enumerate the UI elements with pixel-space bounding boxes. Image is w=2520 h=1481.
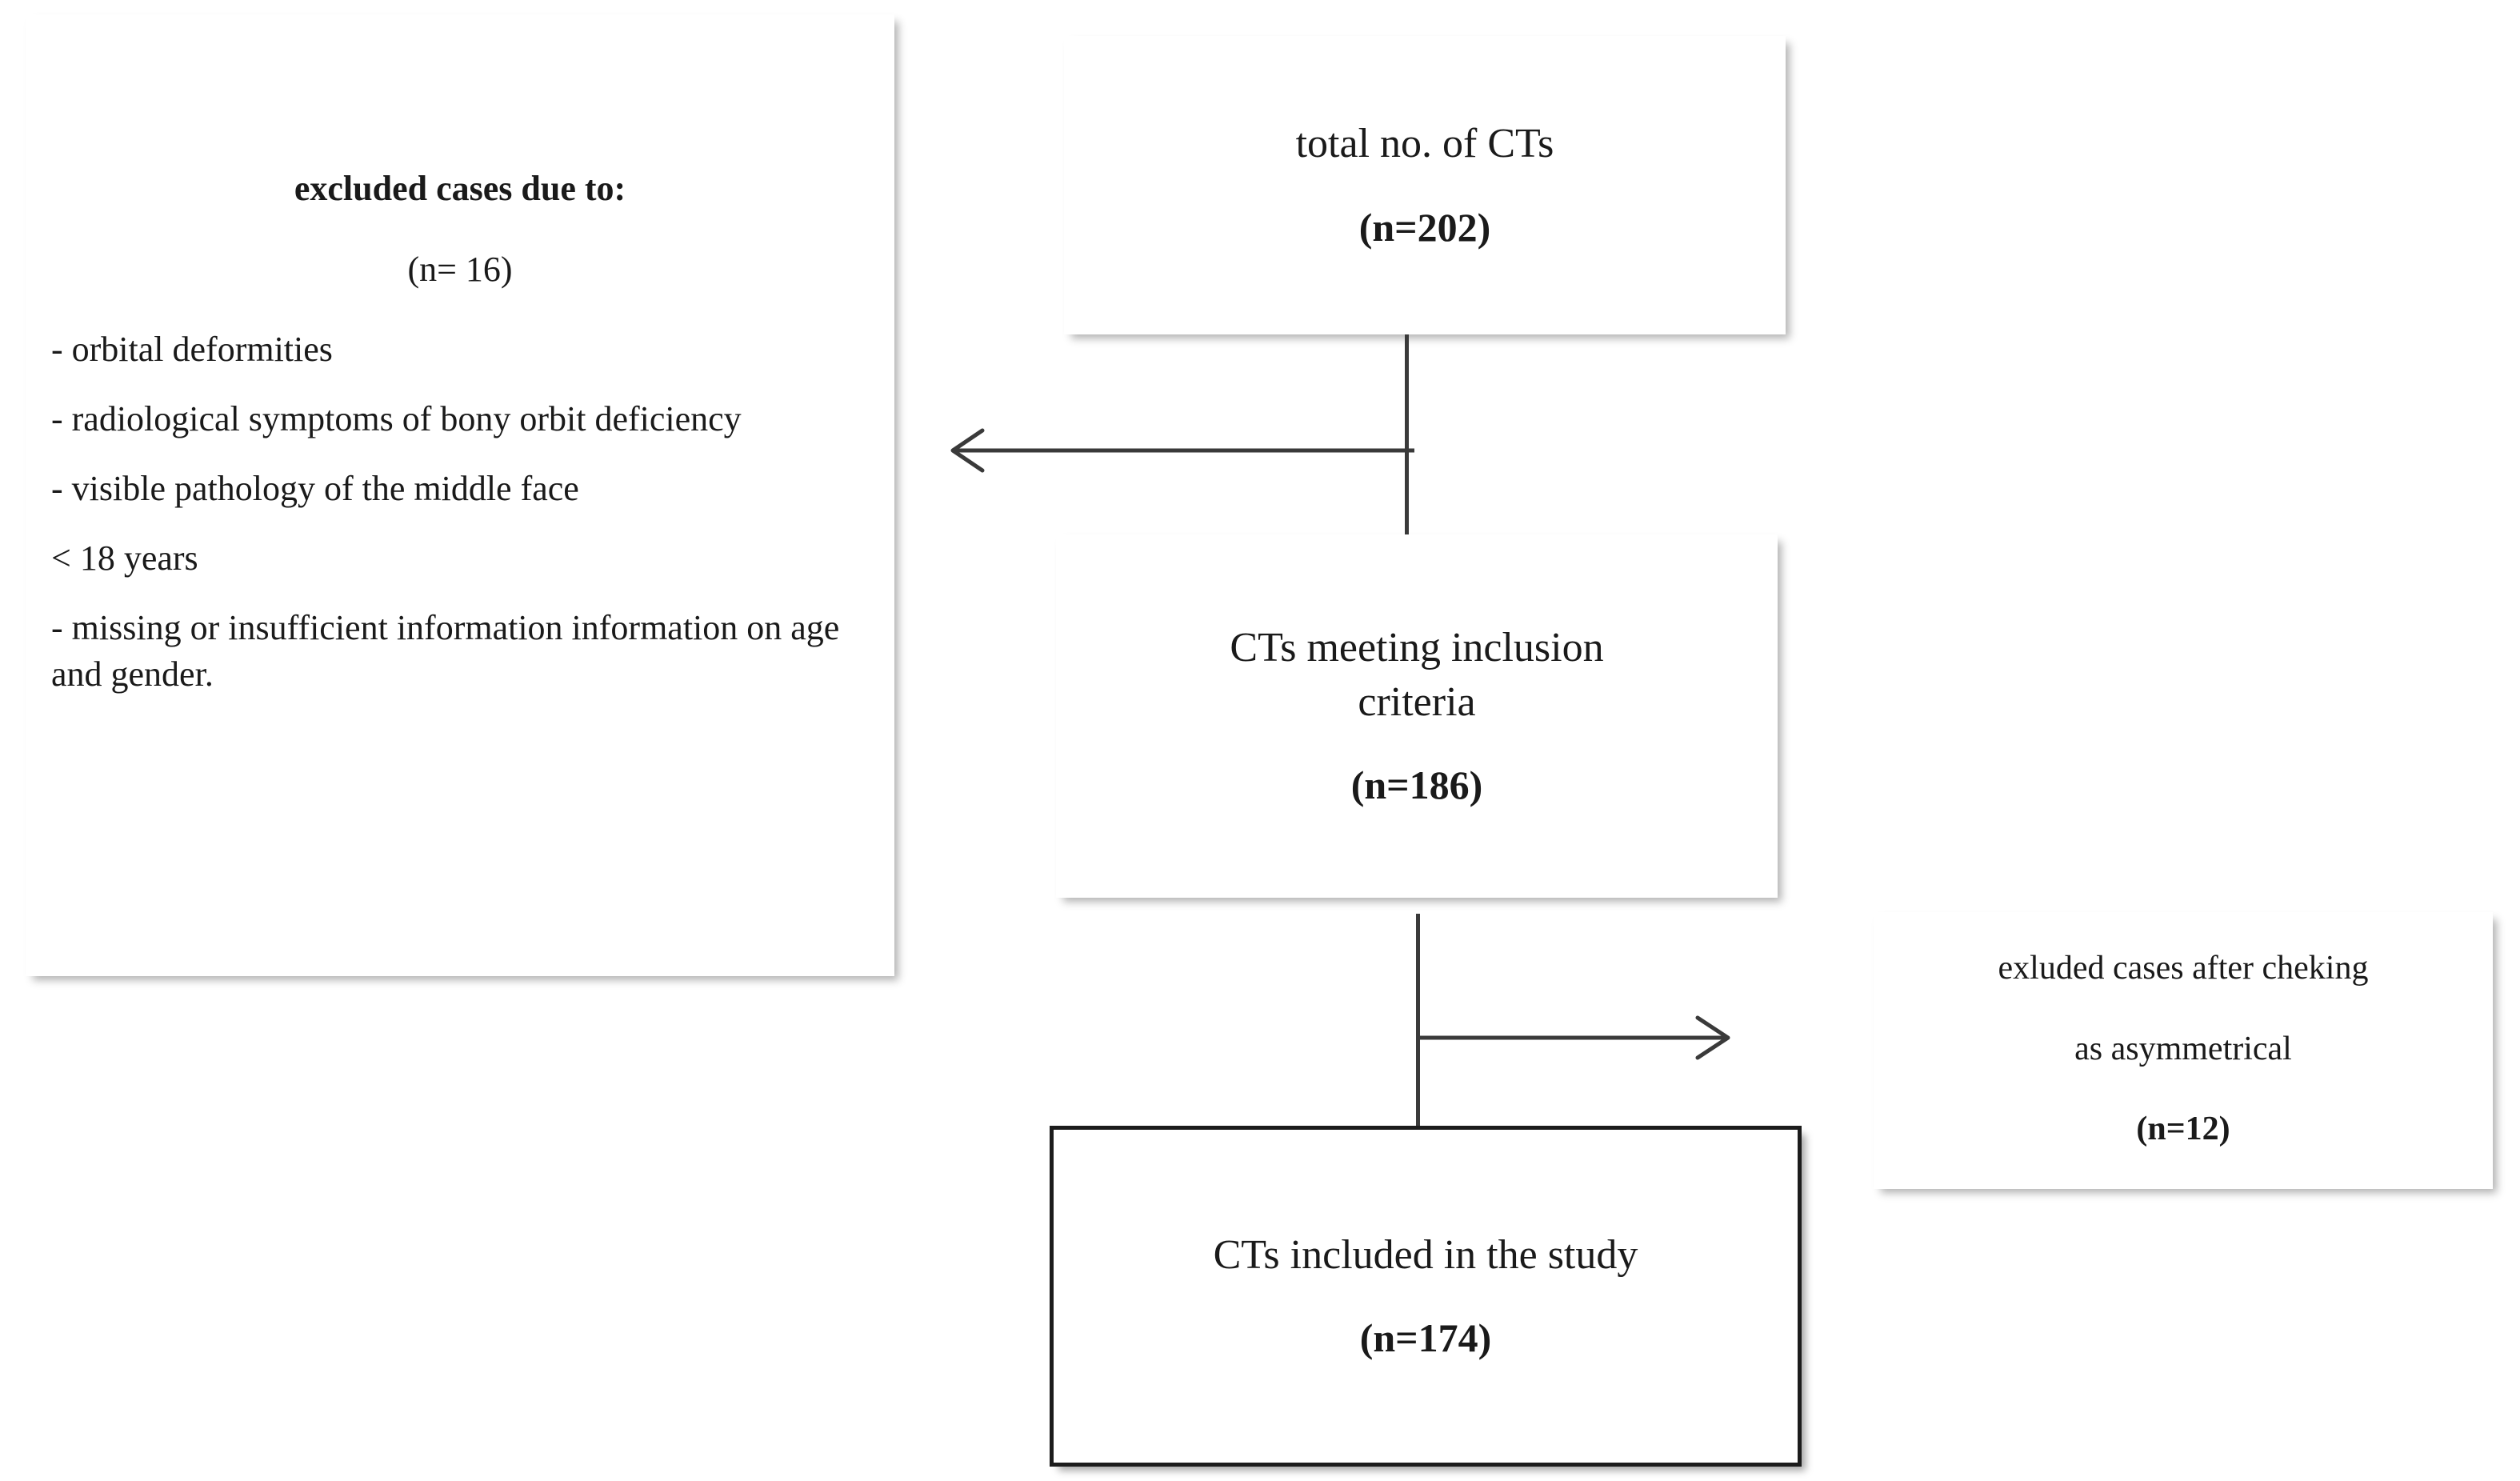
node-included-in-study-title: CTs included in the study (1213, 1231, 1638, 1278)
connector-inclusion-to-included (1416, 914, 1420, 1128)
node-inclusion-criteria-count: (n=186) (1350, 763, 1483, 808)
node-asymmetrical-excluded-line1: exluded cases after cheking (1998, 950, 2369, 987)
connector-total-to-inclusion (1405, 334, 1409, 538)
node-total-cts-count: (n=202) (1358, 204, 1491, 250)
node-inclusion-criteria-title-line1: CTs meeting inclusion (1230, 624, 1604, 670)
list-item: < 18 years (51, 538, 198, 578)
list-item: - missing or insufficient information in… (51, 608, 840, 694)
node-asymmetrical-excluded-line2: as asymmetrical (2074, 1030, 2292, 1067)
node-included-in-study-count: (n=174) (1359, 1315, 1492, 1361)
node-total-cts-title: total no. of CTs (1295, 121, 1554, 167)
node-asymmetrical-excluded: exluded cases after cheking as asymmetri… (1874, 912, 2493, 1189)
excluded-cases-heading: excluded cases due to: (294, 169, 626, 208)
excluded-cases-count: (n= 16) (407, 249, 513, 289)
node-inclusion-criteria: CTs meeting inclusion criteria (n=186) (1056, 534, 1778, 898)
node-included-in-study: CTs included in the study (n=174) (1050, 1126, 1802, 1467)
excluded-cases-panel: excluded cases due to: (n= 16) - orbital… (26, 14, 894, 976)
list-item: - radiological symptoms of bony orbit de… (51, 398, 742, 438)
node-asymmetrical-excluded-count: (n=12) (2136, 1111, 2230, 1147)
excluded-reasons-list: - orbital deformities - radiological sym… (26, 326, 894, 721)
list-item: - visible pathology of the middle face (51, 468, 579, 508)
node-inclusion-criteria-title-line2: criteria (1358, 678, 1476, 725)
node-total-cts: total no. of CTs (n=202) (1064, 36, 1786, 334)
arrow-to-excluded-cases (950, 428, 1414, 473)
arrow-to-asymmetrical-excluded (1418, 1015, 1730, 1060)
list-item: - orbital deformities (51, 329, 333, 369)
